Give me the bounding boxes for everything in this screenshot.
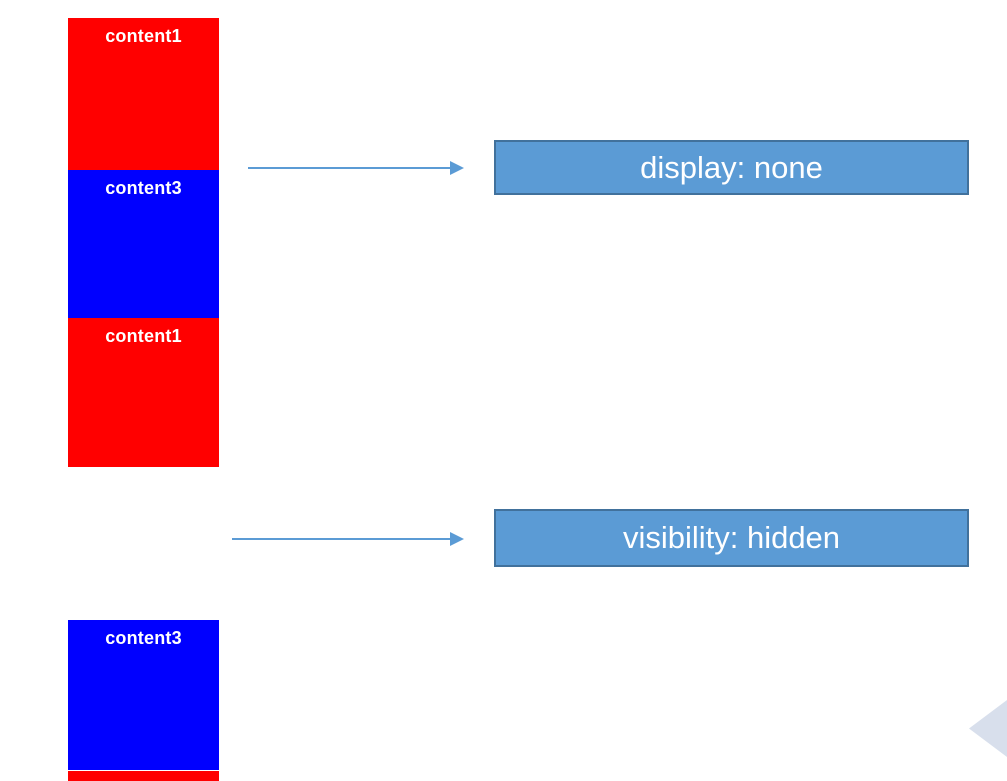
arrow-to-display-none — [248, 161, 464, 175]
content-box-blue-top: content3 — [68, 170, 219, 318]
callout-visibility-hidden: visibility: hidden — [494, 509, 969, 567]
content-box-red-middle: content1 — [68, 318, 219, 467]
arrow-to-visibility-hidden — [232, 532, 464, 546]
content-box-blue-bottom: content3 — [68, 620, 219, 770]
content-box-red-top: content1 — [68, 18, 219, 170]
content-box-label: content3 — [105, 628, 182, 648]
content-box-label: content3 — [105, 178, 182, 198]
corner-triangle-icon — [969, 700, 1007, 757]
callout-visibility-hidden-label: visibility: hidden — [622, 520, 841, 555]
content-box-red-cropped — [68, 771, 219, 781]
callout-display-none: display: none — [494, 140, 969, 195]
arrowhead-icon — [450, 532, 464, 546]
arrowhead-icon — [450, 161, 464, 175]
content-box-label: content1 — [105, 26, 182, 46]
callout-display-none-label: display: none — [640, 149, 823, 185]
content-box-label: content1 — [105, 326, 182, 346]
